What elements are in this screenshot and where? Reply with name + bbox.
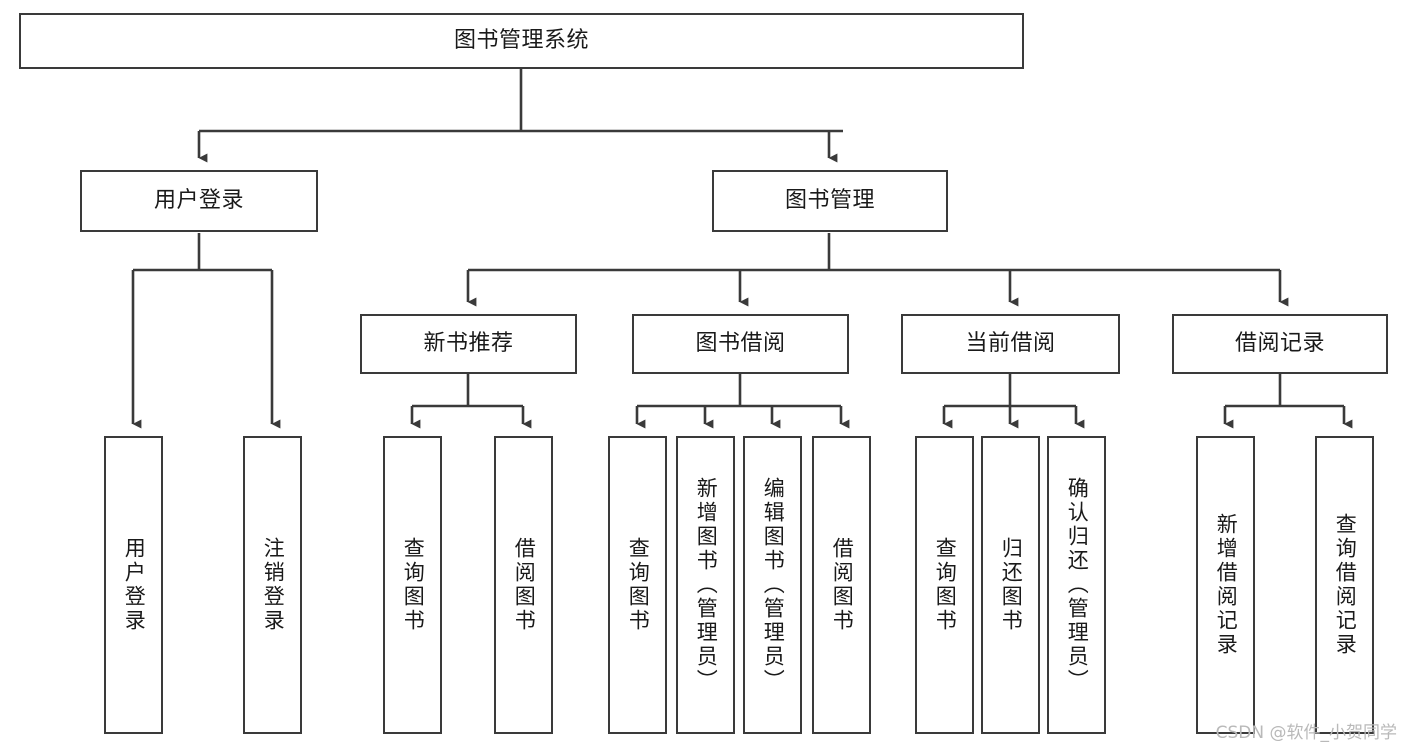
node-label: 查询图书 bbox=[401, 537, 426, 633]
node-label: 图书管理 bbox=[784, 187, 875, 213]
node-current-borrow[interactable]: 当前借阅 bbox=[901, 314, 1120, 374]
leaf-return-book[interactable]: 归还图书 bbox=[981, 436, 1040, 734]
leaf-confirm-return-admin[interactable]: 确认归还（管理员） bbox=[1047, 436, 1106, 734]
node-label: 用户登录 bbox=[153, 187, 244, 213]
leaf-borrow-book[interactable]: 借阅图书 bbox=[812, 436, 871, 734]
node-label: 新书推荐 bbox=[423, 330, 514, 356]
node-label: 用户登录 bbox=[122, 537, 147, 633]
node-label: 新增借阅记录 bbox=[1214, 513, 1239, 657]
node-label: 确认归还（管理员） bbox=[1065, 477, 1090, 693]
node-borrow-record[interactable]: 借阅记录 bbox=[1172, 314, 1388, 374]
leaf-edit-book-admin[interactable]: 编辑图书（管理员） bbox=[743, 436, 802, 734]
node-user-login[interactable]: 用户登录 bbox=[80, 170, 318, 232]
node-label: 图书借阅 bbox=[695, 330, 786, 356]
leaf-logout-login[interactable]: 注销登录 bbox=[243, 436, 302, 734]
node-book-borrow[interactable]: 图书借阅 bbox=[632, 314, 849, 374]
leaf-query-book-borrow[interactable]: 查询图书 bbox=[608, 436, 667, 734]
node-label: 查询图书 bbox=[626, 537, 651, 633]
node-root-book-management-system[interactable]: 图书管理系统 bbox=[19, 13, 1024, 69]
node-book-management[interactable]: 图书管理 bbox=[712, 170, 948, 232]
node-label: 注销登录 bbox=[261, 537, 286, 633]
csdn-watermark: CSDN @软件_小贺同学 bbox=[1215, 723, 1397, 743]
node-new-book-recommend[interactable]: 新书推荐 bbox=[360, 314, 577, 374]
node-label: 查询借阅记录 bbox=[1333, 513, 1358, 657]
node-label: 查询图书 bbox=[933, 537, 958, 633]
leaf-add-borrow-record[interactable]: 新增借阅记录 bbox=[1196, 436, 1255, 734]
leaf-query-borrow-record[interactable]: 查询借阅记录 bbox=[1315, 436, 1374, 734]
leaf-user-login[interactable]: 用户登录 bbox=[104, 436, 163, 734]
node-label: 借阅图书 bbox=[512, 537, 537, 633]
node-label: 借阅图书 bbox=[830, 537, 855, 633]
node-label: 新增图书（管理员） bbox=[694, 477, 719, 693]
node-label: 图书管理系统 bbox=[453, 27, 589, 53]
leaf-add-book-admin[interactable]: 新增图书（管理员） bbox=[676, 436, 735, 734]
leaf-borrow-book-recommend[interactable]: 借阅图书 bbox=[494, 436, 553, 734]
node-label: 借阅记录 bbox=[1234, 330, 1325, 356]
node-label: 归还图书 bbox=[999, 537, 1024, 633]
leaf-query-book-recommend[interactable]: 查询图书 bbox=[383, 436, 442, 734]
node-label: 当前借阅 bbox=[965, 330, 1056, 356]
leaf-query-book-current[interactable]: 查询图书 bbox=[915, 436, 974, 734]
node-label: 编辑图书（管理员） bbox=[761, 477, 786, 693]
